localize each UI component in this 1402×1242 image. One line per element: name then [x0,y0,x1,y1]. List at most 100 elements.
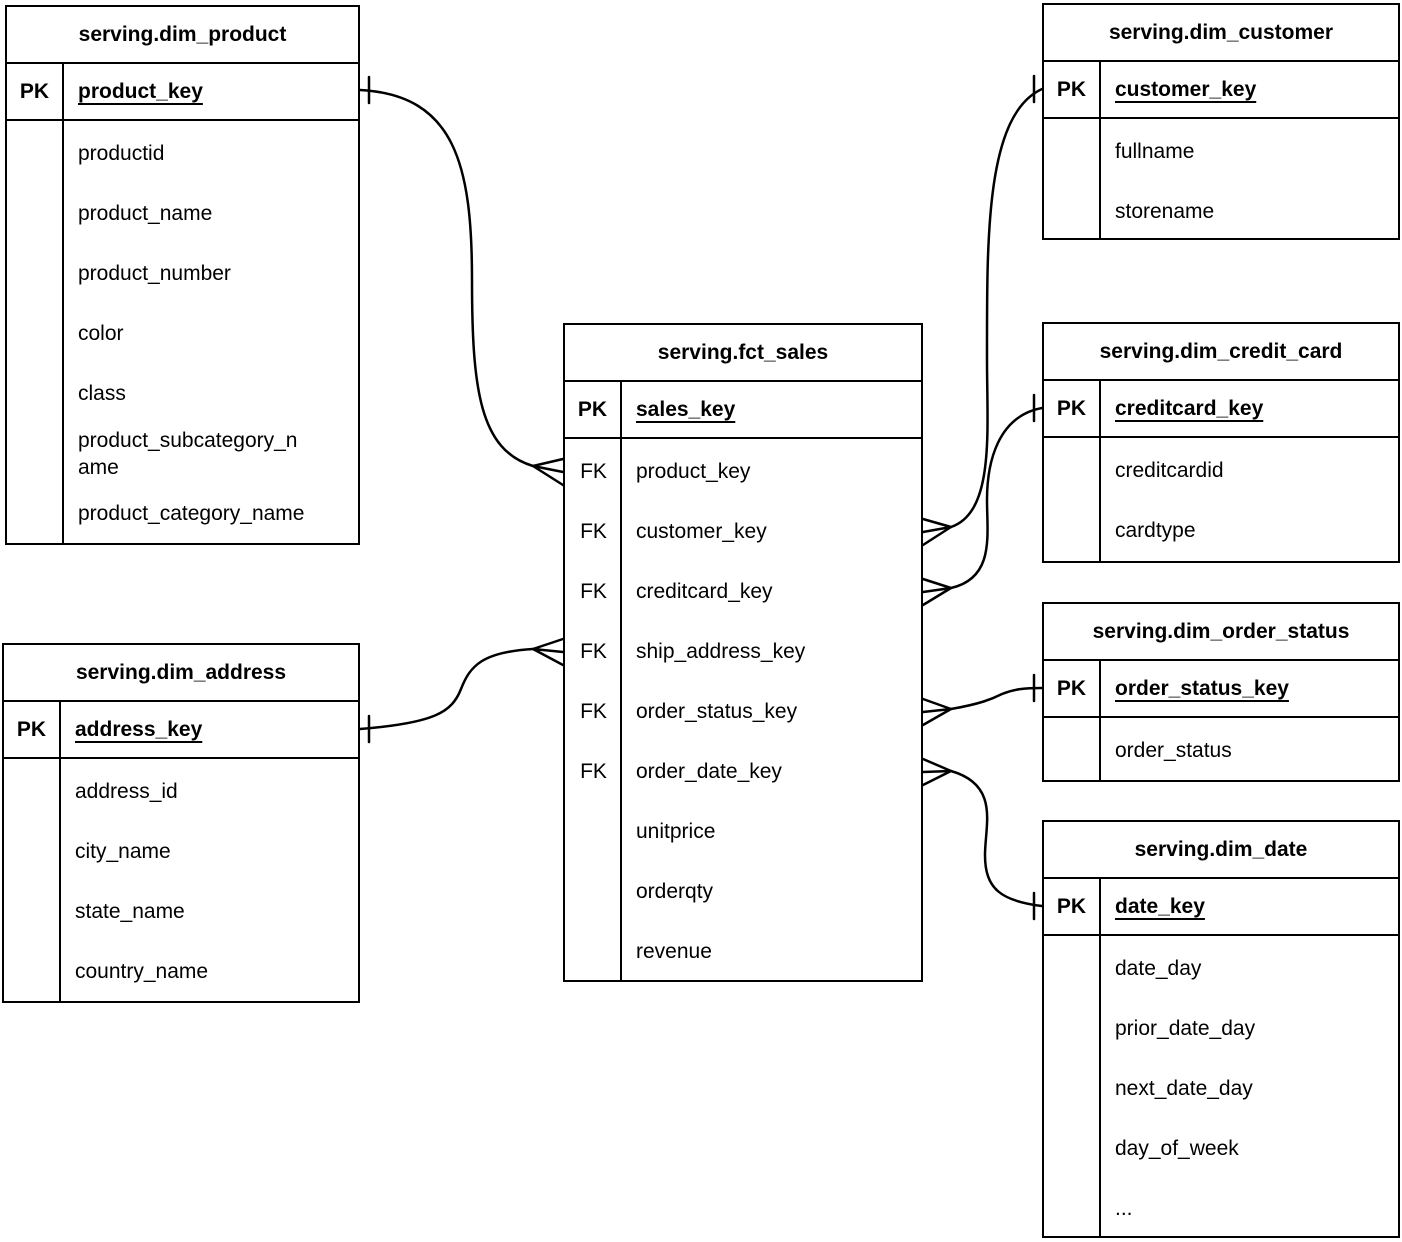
crow-foot-order-date-icon [921,757,953,787]
field-tag [1044,501,1101,561]
table-body: address_id city_name state_name country_… [4,759,358,1001]
table-dim-order-status: serving.dim_order_status PK order_status… [1042,602,1400,782]
field-tag [7,484,64,543]
fk-badge: FK [580,760,607,783]
pk-row: PK date_key [1044,879,1398,936]
table-title: serving.dim_product [7,7,358,64]
table-title: serving.dim_address [4,645,358,702]
crow-foot-address-icon [531,637,565,667]
field-row: FK product_key [565,442,921,502]
relation-product-line [358,88,535,468]
field-tag [4,762,61,822]
table-title: serving.fct_sales [565,325,921,382]
table-body: order_status [1044,718,1398,780]
table-dim-date: serving.dim_date PK date_key date_day pr… [1042,820,1400,1238]
relation-creditcard-line [949,406,1044,590]
field-name: class [78,382,126,405]
field-row: product_name [7,184,358,244]
pk-badge: PK [1044,62,1101,117]
field-row: FK creditcard_key [565,562,921,622]
field-tag [1044,1179,1101,1236]
field-row: color [7,304,358,364]
pk-badge: PK [565,382,622,437]
field-row: fullname [1044,122,1398,182]
field-tag [1044,182,1101,238]
pk-field-name: creditcard_key [1115,396,1264,420]
field-name: creditcard_key [636,580,773,603]
field-name: next_date_day [1115,1077,1253,1100]
field-name: day_of_week [1115,1137,1239,1160]
pk-row: PK order_status_key [1044,661,1398,718]
relation-address-line [358,647,535,731]
field-row: revenue [565,922,921,980]
field-name: order_date_key [636,760,782,783]
pk-badge: PK [4,702,61,757]
field-row: storename [1044,182,1398,238]
field-name: creditcardid [1115,459,1224,482]
field-tag [1044,721,1101,780]
field-name: productid [78,142,165,165]
pk-field-name: address_key [75,717,203,741]
table-body: productid product_name product_number co… [7,121,358,543]
field-name: revenue [636,940,712,963]
field-row: orderqty [565,862,921,922]
field-row: city_name [4,822,358,882]
field-row: day_of_week [1044,1119,1398,1179]
field-name: customer_key [636,520,767,543]
table-body: FK product_key FK customer_key FK credit… [565,439,921,980]
field-tag [565,922,622,980]
field-row: order_status [1044,721,1398,780]
field-name: storename [1115,200,1215,223]
table-body: fullname storename [1044,119,1398,238]
pk-badge: PK [1044,381,1101,436]
field-name: product_key [636,460,751,483]
field-name: city_name [75,840,171,863]
table-body: date_day prior_date_day next_date_day da… [1044,936,1398,1236]
table-fct-sales: serving.fct_sales PK sales_key FK produc… [563,323,923,982]
field-tag [565,802,622,862]
table-title: serving.dim_credit_card [1044,324,1398,381]
field-name: product_category_name [78,502,305,525]
table-dim-customer: serving.dim_customer PK customer_key ful… [1042,3,1400,240]
crow-foot-customer-icon [921,517,953,547]
pk-row: PK customer_key [1044,62,1398,119]
table-body: creditcardid cardtype [1044,438,1398,561]
field-row: FK customer_key [565,502,921,562]
relation-order-status-line [949,686,1044,711]
field-row: productid [7,124,358,184]
field-name: product_subcategory_name [78,429,298,479]
field-row: creditcardid [1044,441,1398,501]
field-name: order_status [1115,739,1232,762]
field-row: address_id [4,762,358,822]
field-tag [1044,1059,1101,1119]
fk-badge: FK [580,520,607,543]
field-row: product_subcategory_name [7,424,358,484]
field-row: country_name [4,942,358,1001]
field-name: orderqty [636,880,714,903]
field-row: cardtype [1044,501,1398,561]
pk-badge: PK [7,64,64,119]
pk-badge: PK [1044,879,1101,934]
fk-badge: FK [580,640,607,663]
field-tag [1044,1119,1101,1179]
field-row: unitprice [565,802,921,862]
field-name: unitprice [636,820,716,843]
table-title: serving.dim_date [1044,822,1398,879]
field-row: FK order_date_key [565,742,921,802]
field-name: cardtype [1115,519,1196,542]
table-dim-product: serving.dim_product PK product_key produ… [5,5,360,545]
field-tag [7,424,64,484]
table-title: serving.dim_order_status [1044,604,1398,661]
pk-badge: PK [1044,661,1101,716]
field-row: FK ship_address_key [565,622,921,682]
field-tag [7,364,64,424]
field-name: ship_address_key [636,640,806,663]
relation-order-date-line [949,769,1044,908]
field-name: order_status_key [636,700,798,723]
crow-foot-creditcard-icon [921,577,953,607]
field-name: ... [1115,1197,1133,1220]
crow-foot-product-icon [531,457,565,487]
field-row: date_day [1044,939,1398,999]
pk-row: PK sales_key [565,382,921,439]
